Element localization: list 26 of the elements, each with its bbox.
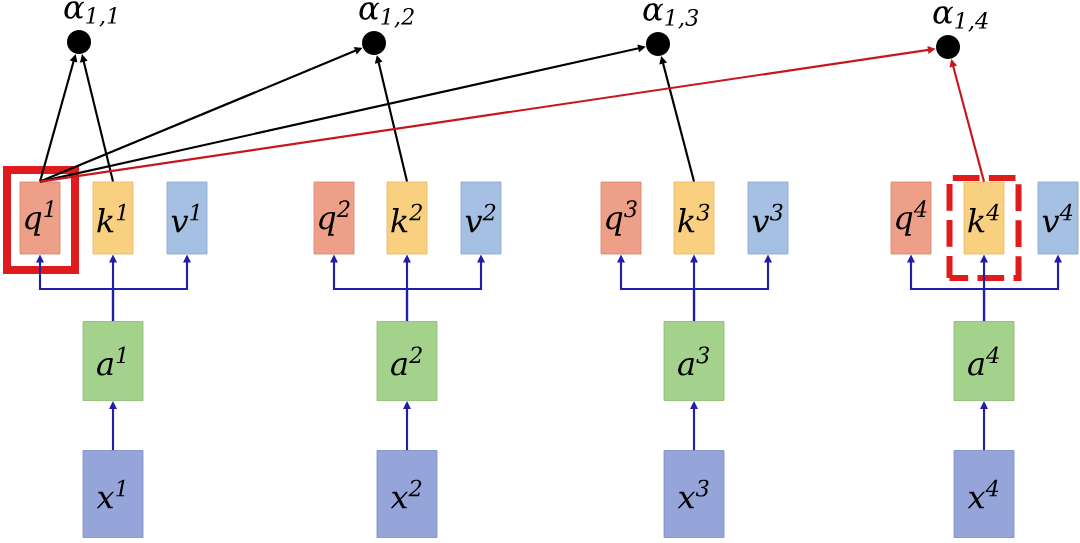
vector-box: v$^{4}$ xyxy=(1037,181,1079,255)
dot-label: α$_{1,1}$ xyxy=(64,1,116,27)
dot-label: α$_{1,3}$ xyxy=(643,3,698,29)
vector-box: a$^{3}$ xyxy=(663,321,725,401)
vector-box: x$^{4}$ xyxy=(953,450,1015,538)
vector-box: k$^{1}$ xyxy=(92,181,134,255)
dot-label: α$_{1,2}$ xyxy=(359,2,414,28)
vector-box: q$^{1}$ xyxy=(19,181,61,255)
vector-box: v$^{1}$ xyxy=(166,181,208,255)
highlight-frame xyxy=(3,166,79,274)
vector-box: v$^{3}$ xyxy=(747,181,789,255)
dot-label: α$_{1,4}$ xyxy=(933,6,988,32)
vector-box: x$^{2}$ xyxy=(376,450,438,538)
vector-box: k$^{4}$ xyxy=(963,181,1005,255)
vector-box: k$^{3}$ xyxy=(673,181,715,255)
vector-box: v$^{2}$ xyxy=(460,181,502,255)
vector-box: a$^{4}$ xyxy=(953,321,1015,401)
vector-box: a$^{1}$ xyxy=(82,321,144,401)
vector-box: x$^{3}$ xyxy=(663,450,725,538)
vector-box: a$^{2}$ xyxy=(376,321,438,401)
vector-box: q$^{4}$ xyxy=(890,181,932,255)
vector-box: k$^{2}$ xyxy=(386,181,428,255)
vector-box: q$^{2}$ xyxy=(313,181,355,255)
highlight-frame xyxy=(946,175,1022,281)
vector-box: q$^{3}$ xyxy=(600,181,642,255)
vector-box: x$^{1}$ xyxy=(82,450,144,538)
